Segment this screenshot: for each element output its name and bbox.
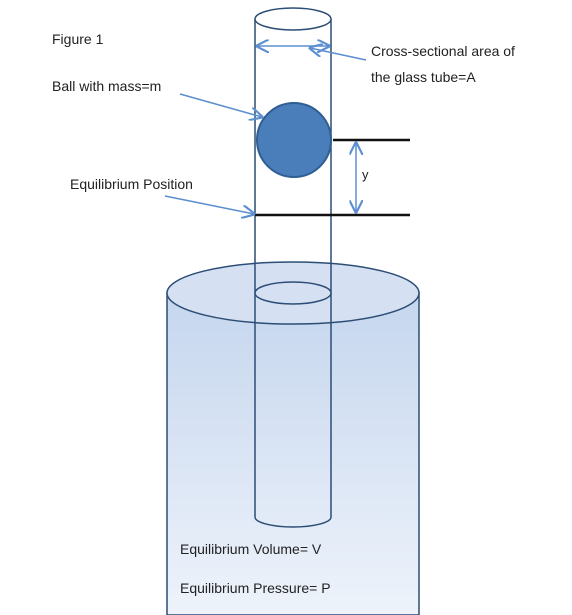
figure-label: Figure 1: [52, 31, 104, 47]
volume-label: Equilibrium Volume= V: [180, 541, 322, 557]
ball-mass-label: Ball with mass=m: [52, 78, 162, 94]
equilibrium-position-label: Equilibrium Position: [70, 176, 193, 192]
area-pointer-arrow: [310, 48, 367, 61]
ball: [256, 102, 332, 178]
area-label-line2: the glass tube=A: [371, 69, 476, 85]
tube-bottom-curve: [254, 516, 332, 528]
gas-container: [166, 261, 420, 615]
tube-opening-ellipse: [254, 281, 332, 305]
glass-tube: [254, 7, 332, 528]
ball-pointer-arrow: [179, 93, 262, 117]
displacement-label: y: [362, 167, 369, 182]
equilibrium-pointer-arrow: [164, 195, 254, 214]
pressure-label: Equilibrium Pressure= P: [180, 580, 331, 596]
gas-container-body: [166, 292, 420, 615]
tube-top-ellipse: [254, 7, 332, 31]
area-label-line1: Cross-sectional area of: [371, 43, 515, 59]
